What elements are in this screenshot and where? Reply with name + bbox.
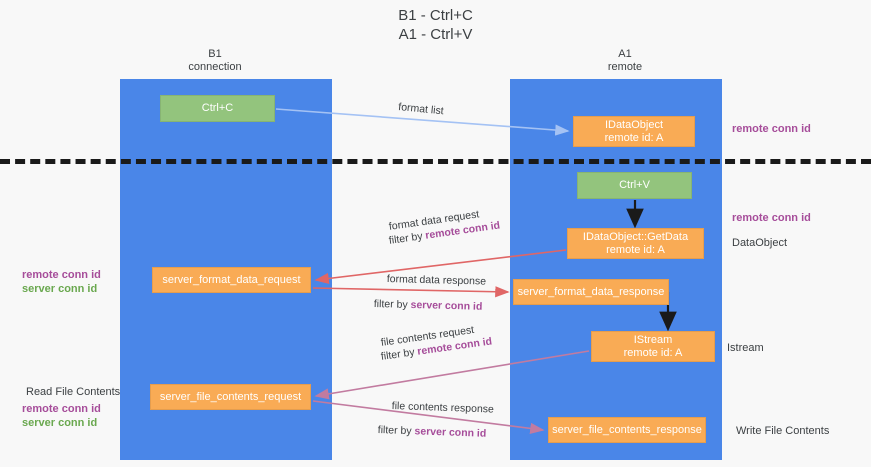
edge-label-format-data-response: format data response (386, 272, 487, 288)
annotation-left-conn-ids-2: remote conn id server conn id (22, 402, 101, 430)
edge-label-file-contents-response-filter: filter by server conn id (378, 423, 487, 441)
filter-prefix: filter by (377, 423, 415, 438)
phase-divider (0, 159, 871, 164)
edge-format-data-response (312, 286, 510, 298)
annotation-right-remote-conn-id-mid: remote conn id (732, 212, 811, 224)
filter-key-server-conn-id: server conn id (414, 425, 487, 440)
filter-prefix: filter by (388, 229, 427, 247)
node-server-format-data-request[interactable]: server_format_data_request (152, 267, 311, 293)
node-istream[interactable]: IStream remote id: A (591, 331, 715, 362)
node-server-file-contents-request[interactable]: server_file_contents_request (150, 384, 311, 410)
filter-prefix: filter by (373, 297, 411, 311)
annotation-right-write-file-contents: Write File Contents (736, 425, 830, 437)
node-server-format-data-response[interactable]: server_format_data_response (513, 279, 669, 305)
annotation-left-remote-conn-id: remote conn id (22, 269, 101, 281)
annotation-left-conn-ids: remote conn id server conn id (22, 268, 101, 296)
annotation-right-remote-conn-id-top: remote conn id (732, 123, 811, 135)
node-ctrl-c[interactable]: Ctrl+C (160, 95, 275, 122)
annotation-left-server-conn-id: server conn id (22, 283, 98, 295)
page-title: B1 - Ctrl+C A1 - Ctrl+V (398, 7, 473, 43)
annotation-left-server-conn-id-2: server conn id (22, 417, 98, 429)
annotation-right-istream: Istream (727, 342, 764, 354)
swimlane-header-a1: A1 remote (607, 48, 643, 73)
annotation-left-remote-conn-id-2: remote conn id (22, 403, 101, 415)
edge-label-file-contents-response: file contents response (391, 399, 495, 416)
node-idataobject-getdata[interactable]: IDataObject::GetData remote id: A (567, 228, 704, 259)
node-server-file-contents-response[interactable]: server_file_contents_response (548, 417, 706, 443)
annotation-right-dataobject: DataObject (732, 237, 788, 249)
annotation-left-read-file-contents: Read File Contents (26, 386, 121, 398)
node-idataobject[interactable]: IDataObject remote id: A (573, 116, 695, 147)
swimlane-header-b1: B1 connection (188, 48, 242, 73)
node-ctrl-v[interactable]: Ctrl+V (577, 172, 692, 199)
filter-prefix: filter by (380, 345, 419, 363)
edge-label-format-list: format list (397, 100, 445, 118)
edge-label-format-data-response-filter: filter by server conn id (374, 297, 483, 314)
filter-key-server-conn-id: server conn id (410, 298, 483, 313)
